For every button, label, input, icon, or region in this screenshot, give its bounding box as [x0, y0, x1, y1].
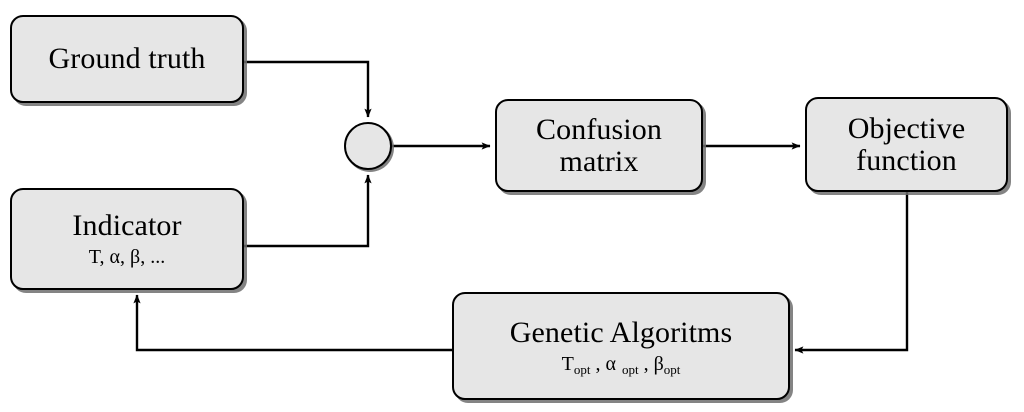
node-confusion-matrix-label-line2: matrix [559, 144, 639, 178]
edge-ground-truth-to-junction [244, 60, 372, 118]
node-objective-function-label-line1: Objective [847, 111, 966, 145]
node-confusion-matrix[interactable]: Confusion matrix [495, 99, 703, 192]
node-ground-truth[interactable]: Ground truth [10, 15, 244, 103]
indicator-param-prefix: T, [88, 245, 110, 268]
edge-objective-to-genetic [794, 192, 909, 354]
edge-genetic-to-indicator [133, 294, 452, 352]
ga-param-sep1: , [590, 352, 606, 375]
edge-indicator-to-junction [244, 174, 372, 248]
comparison-junction-node[interactable] [344, 122, 392, 170]
ga-param-alpha: α [605, 352, 616, 375]
indicator-param-mid: , [120, 245, 131, 268]
node-objective-function[interactable]: Objective function [805, 97, 1008, 192]
node-ground-truth-label: Ground truth [48, 42, 206, 76]
ga-param-alpha-subscript: opt [621, 361, 639, 377]
ga-param-t: T [561, 352, 574, 375]
node-indicator-label: Indicator [72, 209, 182, 242]
ga-param-beta-subscript: opt [663, 361, 681, 377]
ga-param-sep2: , [638, 352, 654, 375]
node-indicator-parameters: T, α, β, ... [88, 245, 166, 268]
node-indicator[interactable]: Indicator T, α, β, ... [10, 188, 244, 290]
ga-param-t-subscript: opt [573, 361, 591, 377]
node-confusion-matrix-label-line1: Confusion [536, 112, 662, 146]
node-objective-function-label-line2: function [856, 143, 957, 177]
indicator-param-suffix: , ... [140, 245, 166, 268]
indicator-param-beta: β [130, 245, 141, 268]
node-genetic-algorithms-label: Genetic Algoritms [509, 316, 733, 349]
ga-param-beta: β [653, 352, 664, 375]
indicator-param-alpha: α [109, 245, 121, 268]
